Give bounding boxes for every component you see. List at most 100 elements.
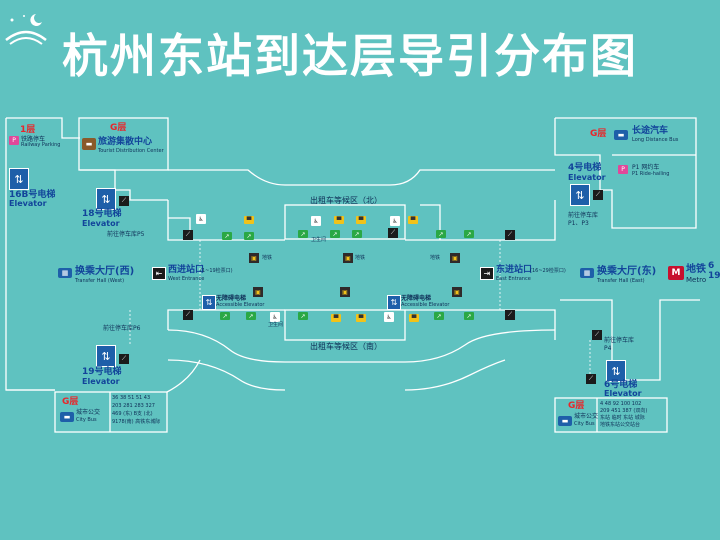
taxi-north-label: 出租车等候区（北） [310,196,382,205]
metro-sign-icon: ▣ [253,287,263,297]
bus-icon: ▬ [82,138,96,150]
east-entrance-label: 东进站口 [496,265,533,275]
elevator-icon: ⇅ [570,184,590,206]
metro-en: Metro [686,276,707,284]
exit-icon: ↗ [464,230,474,238]
exit-icon: ↗ [352,230,362,238]
escalator-icon: ⟋ [119,354,129,364]
exit-icon: ↗ [298,230,308,238]
metro-transfer-icon: ▦ [58,268,72,278]
escalator-icon: ⟋ [183,310,193,320]
west-entrance-en: West Entrance [168,276,205,282]
escalator-icon: ⟋ [119,196,129,206]
exit-icon: ↗ [330,230,340,238]
elevator-4-en: Elevator [568,173,606,182]
elevator-19-en: Elevator [82,377,120,386]
floor-label-top-left: 1层 [20,125,36,135]
taxi-icon: ▀ [409,314,419,322]
elevator-icon: ⇅ [9,168,29,190]
west-entrance-label: 西进站口 [168,265,205,275]
entrance-icon: ⇥ [480,267,494,280]
bus-routes-right-3: 东站 临时 东站 城际 [600,415,645,421]
metro-sign-icon: ▣ [450,253,460,263]
transfer-hall-west-en: Transfer Hall (West) [75,278,125,284]
railway-parking-en: Railway Parking [21,142,61,148]
accessible-elevator-icon: ⇅ [387,295,401,310]
metro-sign-icon: ▣ [249,253,259,263]
floor-label-bottom-left: G层 [62,397,79,407]
bus-icon: ▬ [558,416,572,426]
escalator-icon: ⟋ [183,230,193,240]
taxi-icon: ▀ [331,314,341,322]
parking-icon: P [618,165,628,174]
exit-icon: ↗ [246,312,256,320]
parking-p6-note: 前往停车库P6 [103,325,141,332]
bus-routes-right-4: 地铁东站公交站台 [600,422,641,428]
page-title: 杭州东站到达层导引分布图 [62,29,638,83]
metro-transfer-icon: ▦ [580,268,594,278]
taxi-icon: ▀ [408,216,418,224]
metro-sign-icon: ▣ [340,287,350,297]
restroom-icon: ♿ [270,312,280,322]
parking-p5-note: 前往停车库P5 [107,231,145,238]
elevator-19-label: 19号电梯 [82,367,122,377]
bus-routes-right-2: 209 451 387 (双向) [600,408,648,414]
taxi-icon: ▀ [356,216,366,224]
restroom-icon: ♿ [384,312,394,322]
parking-p4-value: P4 [604,345,612,352]
accessible-elevator-label: 无障碍电梯 [216,295,247,302]
bus-routes-left-3: 469 (东) B支 (北) [112,411,153,417]
accessible-elevator-en: Accessible Elevator [401,302,450,308]
railway-parking-label: 铁路停车 [21,136,46,143]
exit-icon: ↗ [220,312,230,320]
elevator-18-label: 18号电梯 [82,209,122,219]
parking-icon: P [9,136,19,145]
metro-small-label: 地铁 [262,255,273,261]
elevator-16b-label: 16B号电梯 [9,190,56,200]
exit-icon: ↗ [434,312,444,320]
long-distance-bus-en: Long Distance Bus [632,137,679,143]
tourist-center-en: Tourist Distribution Center [98,148,164,154]
taxi-south-label: 出租车等候区（南） [310,342,382,351]
taxi-icon: ▀ [244,216,254,224]
exit-icon: ↗ [222,232,232,240]
metro-lines: 6 19 [708,261,720,281]
bus-routes-left-1: 36 38 51 51 43 [112,395,151,401]
elevator-6-en: Elevator [604,389,642,398]
bus-routes-right-1: 4 48 92 100 102 [600,401,642,407]
p1-ride-en: P1 Ride-hailing [632,171,670,177]
bus-icon: ▬ [60,412,74,422]
metro-small-label: 地铁 [430,255,441,261]
bus-routes-left-2: 203 281 283 327 [112,403,155,409]
bus-routes-left-4: 9178(南) 高铁东城际 [112,419,161,425]
floor-label-top-center: G层 [110,123,127,133]
taxi-icon: ▀ [356,314,366,322]
escalator-icon: ⟋ [505,310,515,320]
accessible-elevator-icon: ⇅ [202,295,216,310]
p1-ride-label: P1 网约车 [632,164,660,171]
parking-p4-note: 前往停车库 [604,337,635,344]
exit-icon: ↗ [298,312,308,320]
restroom-icon: ♿ [311,216,321,226]
escalator-icon: ⟋ [586,374,596,384]
east-entrance-en: East Entrance [496,276,531,282]
exit-icon: ↗ [436,230,446,238]
elevator-icon: ⇅ [606,360,626,382]
exit-icon: ↗ [244,232,254,240]
elevator-18-en: Elevator [82,219,120,228]
metro-sign-icon: ▣ [452,287,462,297]
elevator-icon: ⇅ [96,345,116,367]
entrance-icon: ⇤ [152,267,166,280]
transfer-hall-east-label: 换乘大厅(东) [597,266,657,277]
restroom-label: 卫生间 [268,322,284,328]
floor-label-top-right: G层 [590,129,607,139]
tourist-center-label: 旅游集散中心 [98,137,153,147]
floor-label-bottom-right: G层 [568,401,585,411]
metro-small-label: 地铁 [355,255,366,261]
city-bus-right-en: City Bus [574,421,595,427]
transfer-hall-east-en: Transfer Hall (East) [597,278,645,284]
accessible-elevator-en: Accessible Elevator [216,302,265,308]
elevator-16b-en: Elevator [9,199,47,208]
accessible-elevator-label: 无障碍电梯 [401,295,432,302]
metro-icon: M [668,266,684,280]
